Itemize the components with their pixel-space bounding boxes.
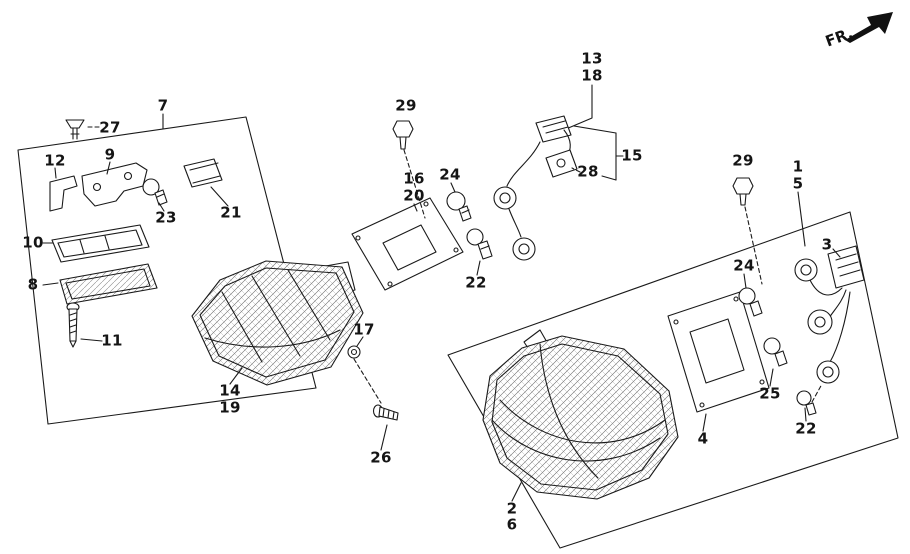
part-25-bulb xyxy=(763,337,788,367)
part-9-bracket xyxy=(81,162,148,207)
part-12-bracket xyxy=(49,175,78,212)
part-22-bulb-center xyxy=(466,228,493,260)
part-22-bulb-right xyxy=(796,390,817,416)
part-15-bracket-lines xyxy=(573,125,624,181)
callout-24-14: 24 xyxy=(439,165,461,184)
part-29-screw-center xyxy=(392,120,414,150)
callout-21-5: 21 xyxy=(220,203,242,222)
part-23-bulb xyxy=(142,178,168,206)
part-24-bulb-center xyxy=(446,191,472,222)
callout-8-7: 8 xyxy=(27,275,39,294)
part-10-license-lens xyxy=(51,224,150,263)
part-13-18-wire-harness xyxy=(493,84,593,261)
callout-26-17: 26 xyxy=(370,448,392,467)
fr-direction-arrow-icon xyxy=(845,12,893,43)
part-1-5-wire-harness xyxy=(794,245,865,384)
callout-29-22: 29 xyxy=(732,151,754,170)
callout-16-12: 16 xyxy=(403,169,425,188)
callout-11-8: 11 xyxy=(101,331,123,350)
callout-14-9: 14 xyxy=(219,381,241,400)
part-4-gasket xyxy=(667,291,770,413)
callout-10-6: 10 xyxy=(22,233,44,252)
part-21-socket xyxy=(183,158,223,188)
part-28-socket xyxy=(545,149,578,178)
callout-9-3: 9 xyxy=(104,145,116,164)
callout-19-10: 19 xyxy=(219,398,241,417)
right-assembly-box xyxy=(447,211,899,549)
part-27-clip xyxy=(65,119,85,140)
callout-22-28: 22 xyxy=(795,419,817,438)
part-3-connector xyxy=(827,245,865,289)
callout-3-25: 3 xyxy=(821,235,833,254)
callout-23-4: 23 xyxy=(155,208,177,227)
part-2-6-taillight-assembly xyxy=(482,329,679,500)
callout-27-0: 27 xyxy=(99,118,121,137)
leader-lines xyxy=(42,113,841,502)
callout-22-15: 22 xyxy=(465,273,487,292)
part-11-screw xyxy=(66,302,80,348)
callout-4-29: 4 xyxy=(697,429,709,448)
part-17-grommet xyxy=(347,345,361,359)
part-26-screw xyxy=(372,404,399,421)
callout-6-31: 6 xyxy=(506,515,518,534)
left-assembly-box xyxy=(17,116,317,425)
callout-2-30: 2 xyxy=(506,499,518,518)
callout-24-26: 24 xyxy=(733,256,755,275)
callout-13-18: 13 xyxy=(581,49,603,68)
part-8-license-housing xyxy=(59,263,158,305)
callout-7-1: 7 xyxy=(157,96,169,115)
callout-5-24: 5 xyxy=(792,174,804,193)
part-24-bulb-right xyxy=(738,287,763,317)
part-14-19-taillight-lens xyxy=(191,260,364,386)
callout-25-27: 25 xyxy=(759,384,781,403)
callout-20-13: 20 xyxy=(403,186,425,205)
dashed-leader-lines xyxy=(87,126,823,404)
callout-29-11: 29 xyxy=(395,96,417,115)
callout-17-16: 17 xyxy=(353,320,375,339)
part-29-screw-right xyxy=(732,177,754,206)
callout-1-23: 1 xyxy=(792,157,804,176)
callout-18-19: 18 xyxy=(581,66,603,85)
callout-15-20: 15 xyxy=(621,146,643,165)
callout-12-2: 12 xyxy=(44,151,66,170)
callout-28-21: 28 xyxy=(577,162,599,181)
part-16-20-gasket xyxy=(351,197,464,291)
